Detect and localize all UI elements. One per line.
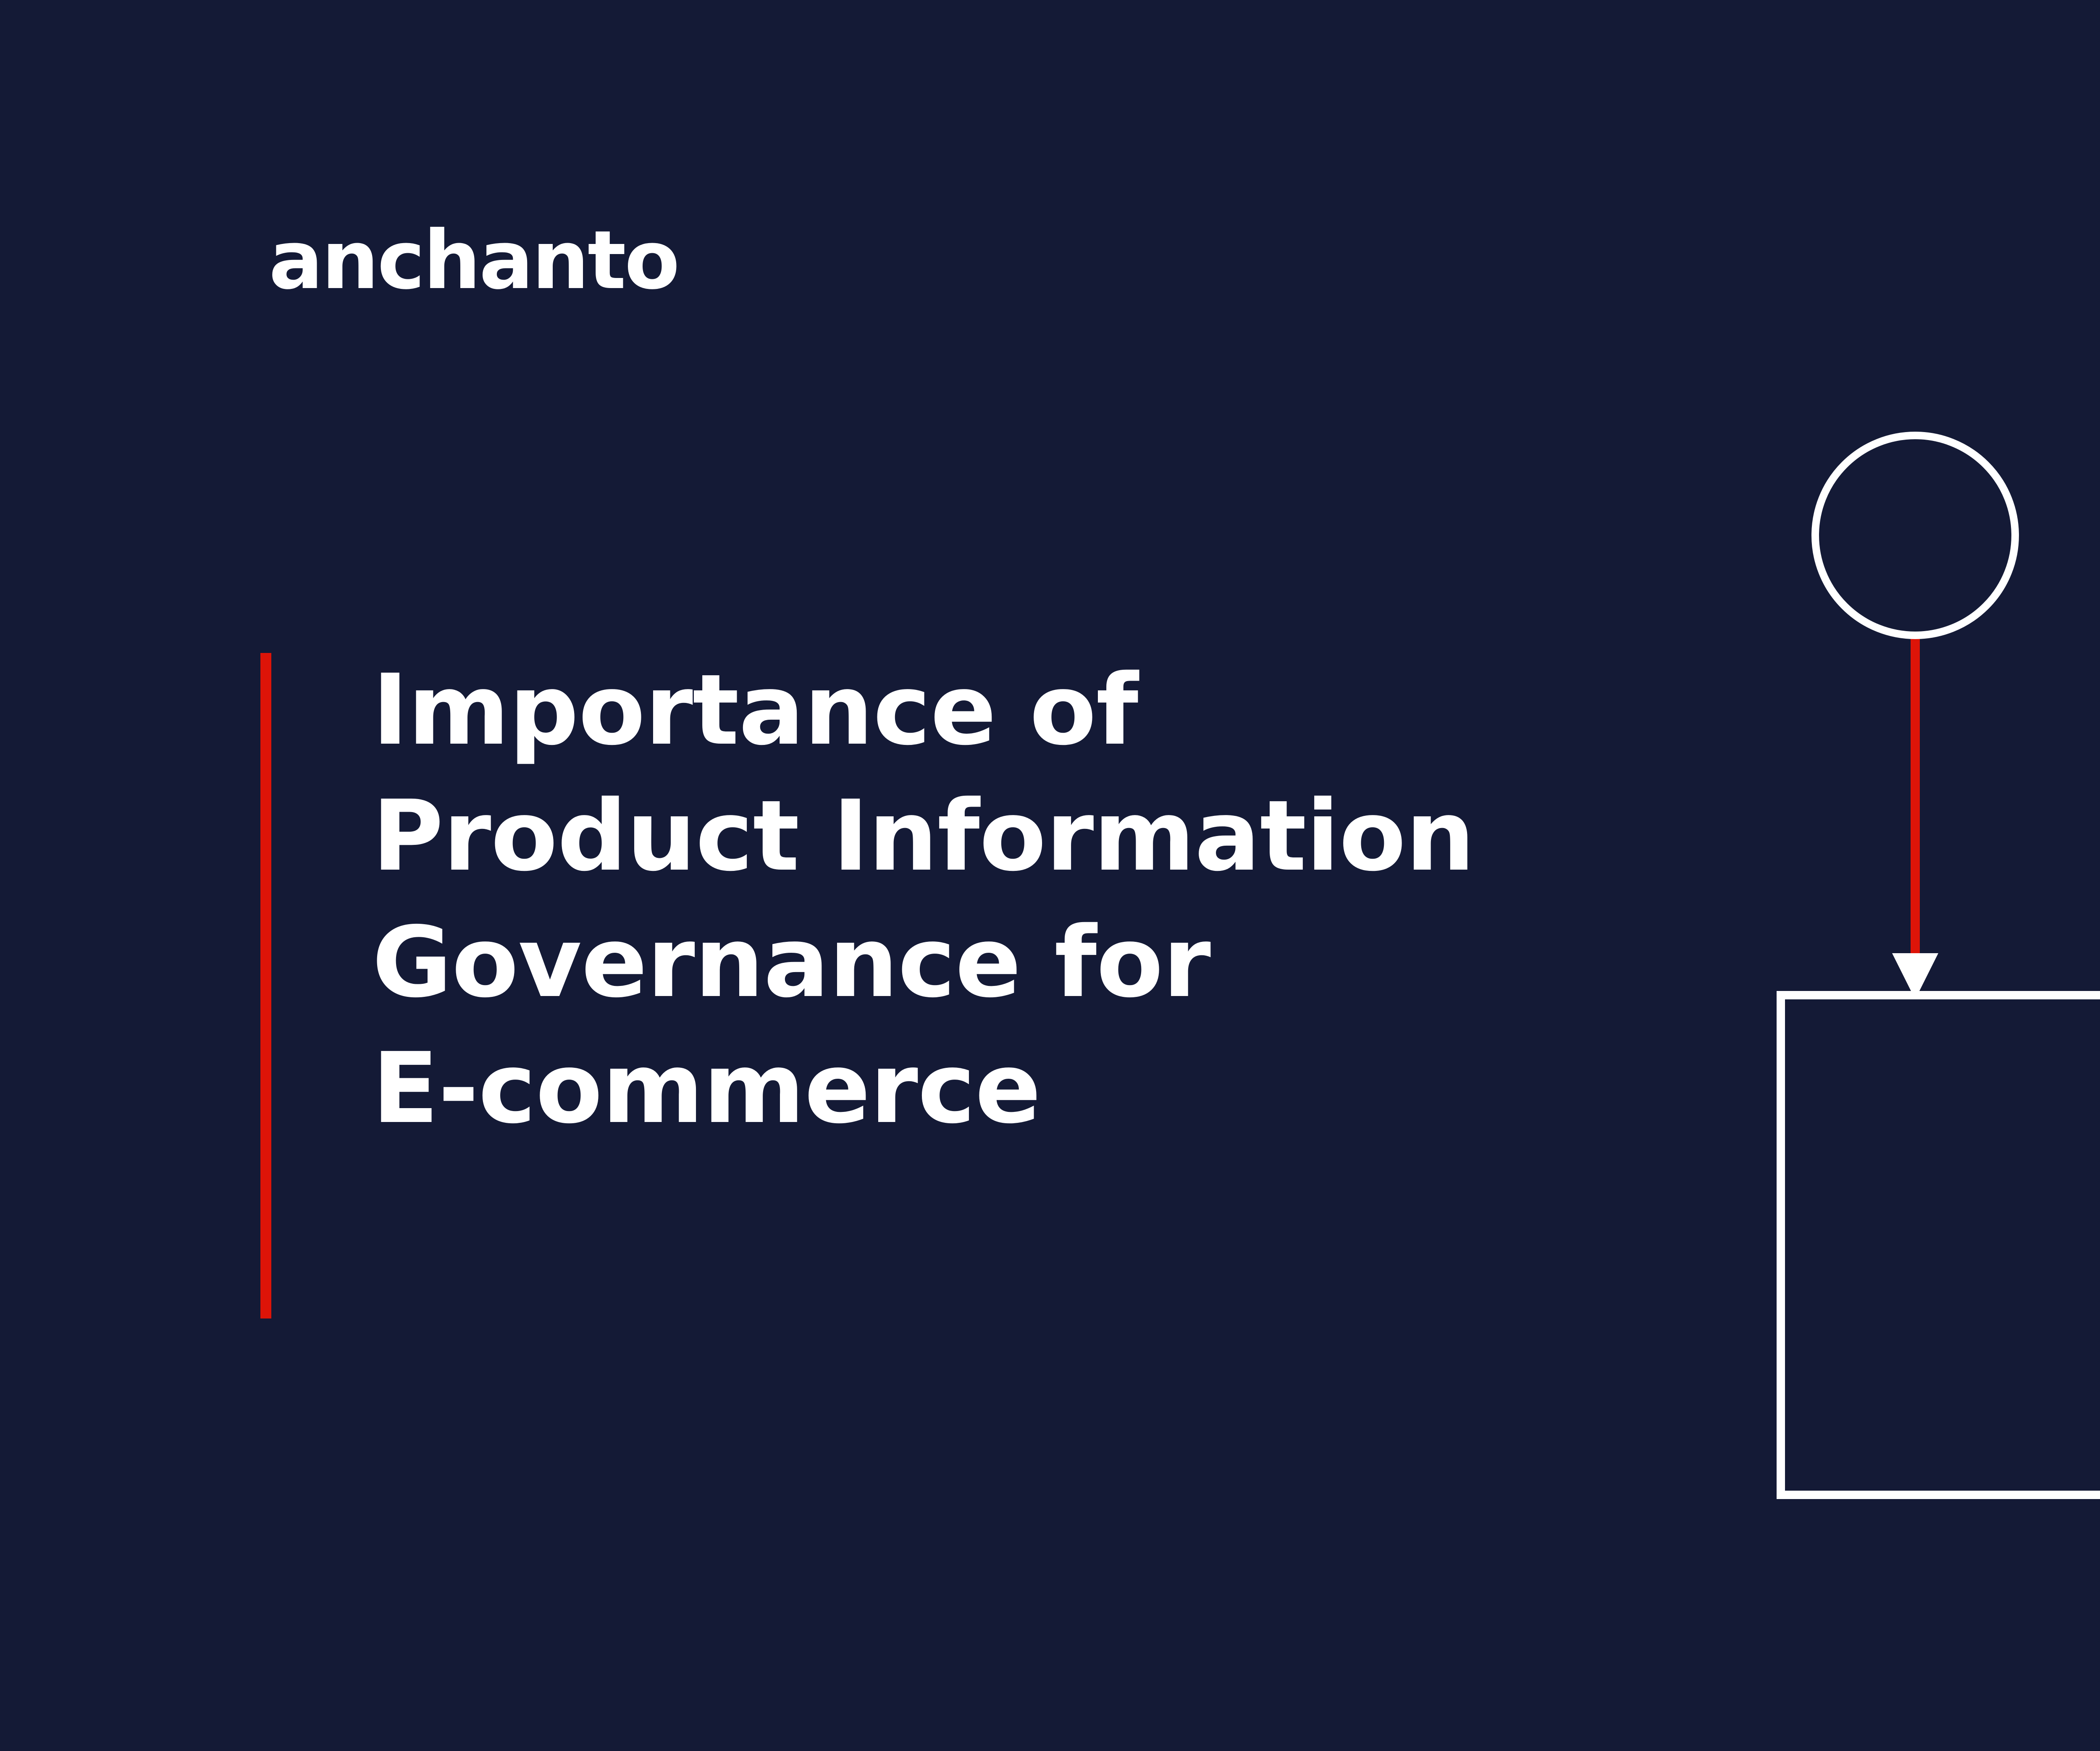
anchanto-logo-text: anchanto xyxy=(269,223,678,307)
flowchart-illustration xyxy=(1756,391,2100,1587)
node-circle-top-left xyxy=(1811,432,2019,639)
red-accent-bar xyxy=(260,653,271,1318)
headline-block: Importance of Product Information Govern… xyxy=(260,653,1475,1318)
page-title: Importance of Product Information Govern… xyxy=(372,653,1475,1145)
node-rectangle-bottom-left xyxy=(1777,991,2100,1499)
anchanto-logo: anchanto xyxy=(269,223,924,307)
arrowhead-down-to-rectangle xyxy=(1892,953,1938,999)
